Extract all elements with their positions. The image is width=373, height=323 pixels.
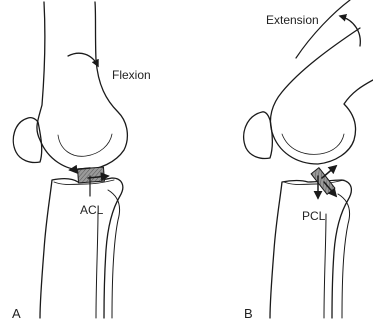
acl-label: ACL [80, 203, 104, 217]
femur-b-inner [282, 134, 344, 154]
panel-b [244, 0, 373, 318]
panel-a-label: A [12, 306, 21, 321]
extension-label: Extension [266, 13, 319, 27]
tibia-b [270, 180, 351, 318]
panel-b-label: B [244, 306, 253, 321]
femur-a-inner [58, 134, 112, 156]
femur-b-upper [296, 0, 350, 58]
pcl-label: PCL [302, 209, 326, 223]
panel-a [13, 2, 127, 318]
pcl-arrow-up [322, 166, 336, 178]
femur-b [270, 28, 373, 164]
fibula-b [324, 194, 350, 318]
extension-arrow [340, 16, 360, 46]
patella-b [244, 112, 273, 159]
tibia-a [40, 178, 123, 318]
femur-a [37, 2, 127, 170]
flexion-arrow [68, 53, 98, 66]
flexion-label: Flexion [112, 68, 151, 82]
